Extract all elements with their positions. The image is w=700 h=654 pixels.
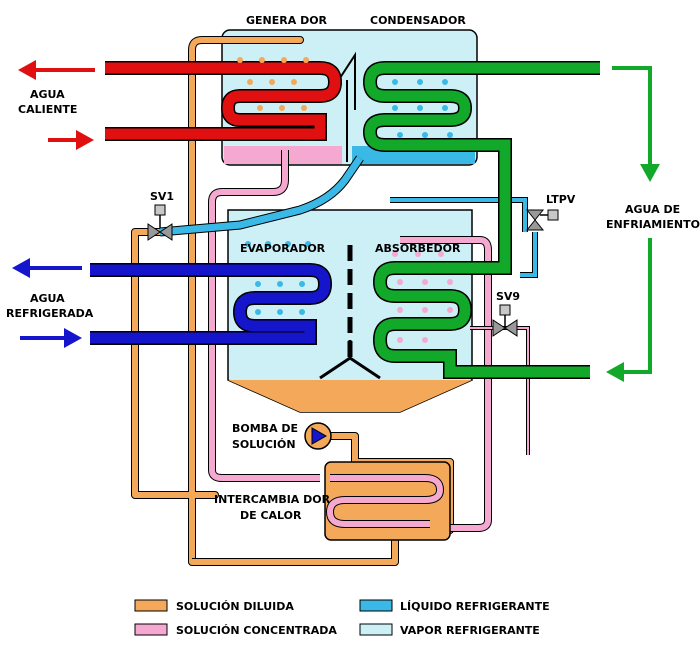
chilled-water-label-2: REFRIGERADA xyxy=(6,307,94,320)
legend-label-dilute: SOLUCIÓN DILUIDA xyxy=(176,600,294,613)
valve-ltpv-label: LTPV xyxy=(546,193,576,206)
valve-sv9-icon xyxy=(492,304,518,337)
solution-pump-icon xyxy=(304,422,332,450)
generator-label: GENERA DOR xyxy=(246,14,328,27)
valve-ltpv-icon xyxy=(525,209,559,231)
heat-exchanger-label-2: DE CALOR xyxy=(240,509,302,522)
pump-label-2: SOLUCIÓN xyxy=(232,438,296,451)
legend-swatch-concentrated xyxy=(134,623,168,636)
legend-swatch-vapor xyxy=(359,623,393,636)
legend-swatches xyxy=(134,599,393,636)
hot-water-label-2: CALIENTE xyxy=(18,103,78,116)
valve-sv1-label: SV1 xyxy=(150,190,175,203)
cooling-water-circuit xyxy=(362,61,660,382)
evaporator-label: EVAPORADOR xyxy=(240,242,326,255)
absorber-label: ABSORBEDOR xyxy=(375,242,461,255)
liquid-refrigerant-line xyxy=(159,155,538,278)
pump-label-1: BOMBA DE xyxy=(232,422,299,435)
cooling-water-label-1: AGUA DE xyxy=(625,203,681,216)
hot-water-label-1: AGUA xyxy=(30,88,65,101)
legend-label-concentrated: SOLUCIÓN CONCENTRADA xyxy=(176,624,337,637)
legend-swatch-dilute xyxy=(134,599,168,612)
chilled-water-label-1: AGUA xyxy=(30,292,65,305)
hot-water-circuit xyxy=(18,60,343,150)
cooling-water-label-2: ENFRIAMIENTO xyxy=(606,218,700,231)
chilled-water-circuit xyxy=(12,258,333,348)
valve-sv9-label: SV9 xyxy=(496,290,521,303)
legend-label-liquid: LÍQUIDO REFRIGERANTE xyxy=(400,600,550,613)
spray-dots xyxy=(237,57,453,343)
heat-exchanger-label-1: INTERCAMBIA DOR xyxy=(214,493,331,506)
legend-label-vapor: VAPOR REFRIGERANTE xyxy=(400,624,540,637)
condenser-label: CONDENSADOR xyxy=(370,14,466,27)
valve-sv1-icon xyxy=(147,204,173,241)
heat-exchanger xyxy=(324,461,451,541)
legend-swatch-liquid xyxy=(359,599,393,612)
